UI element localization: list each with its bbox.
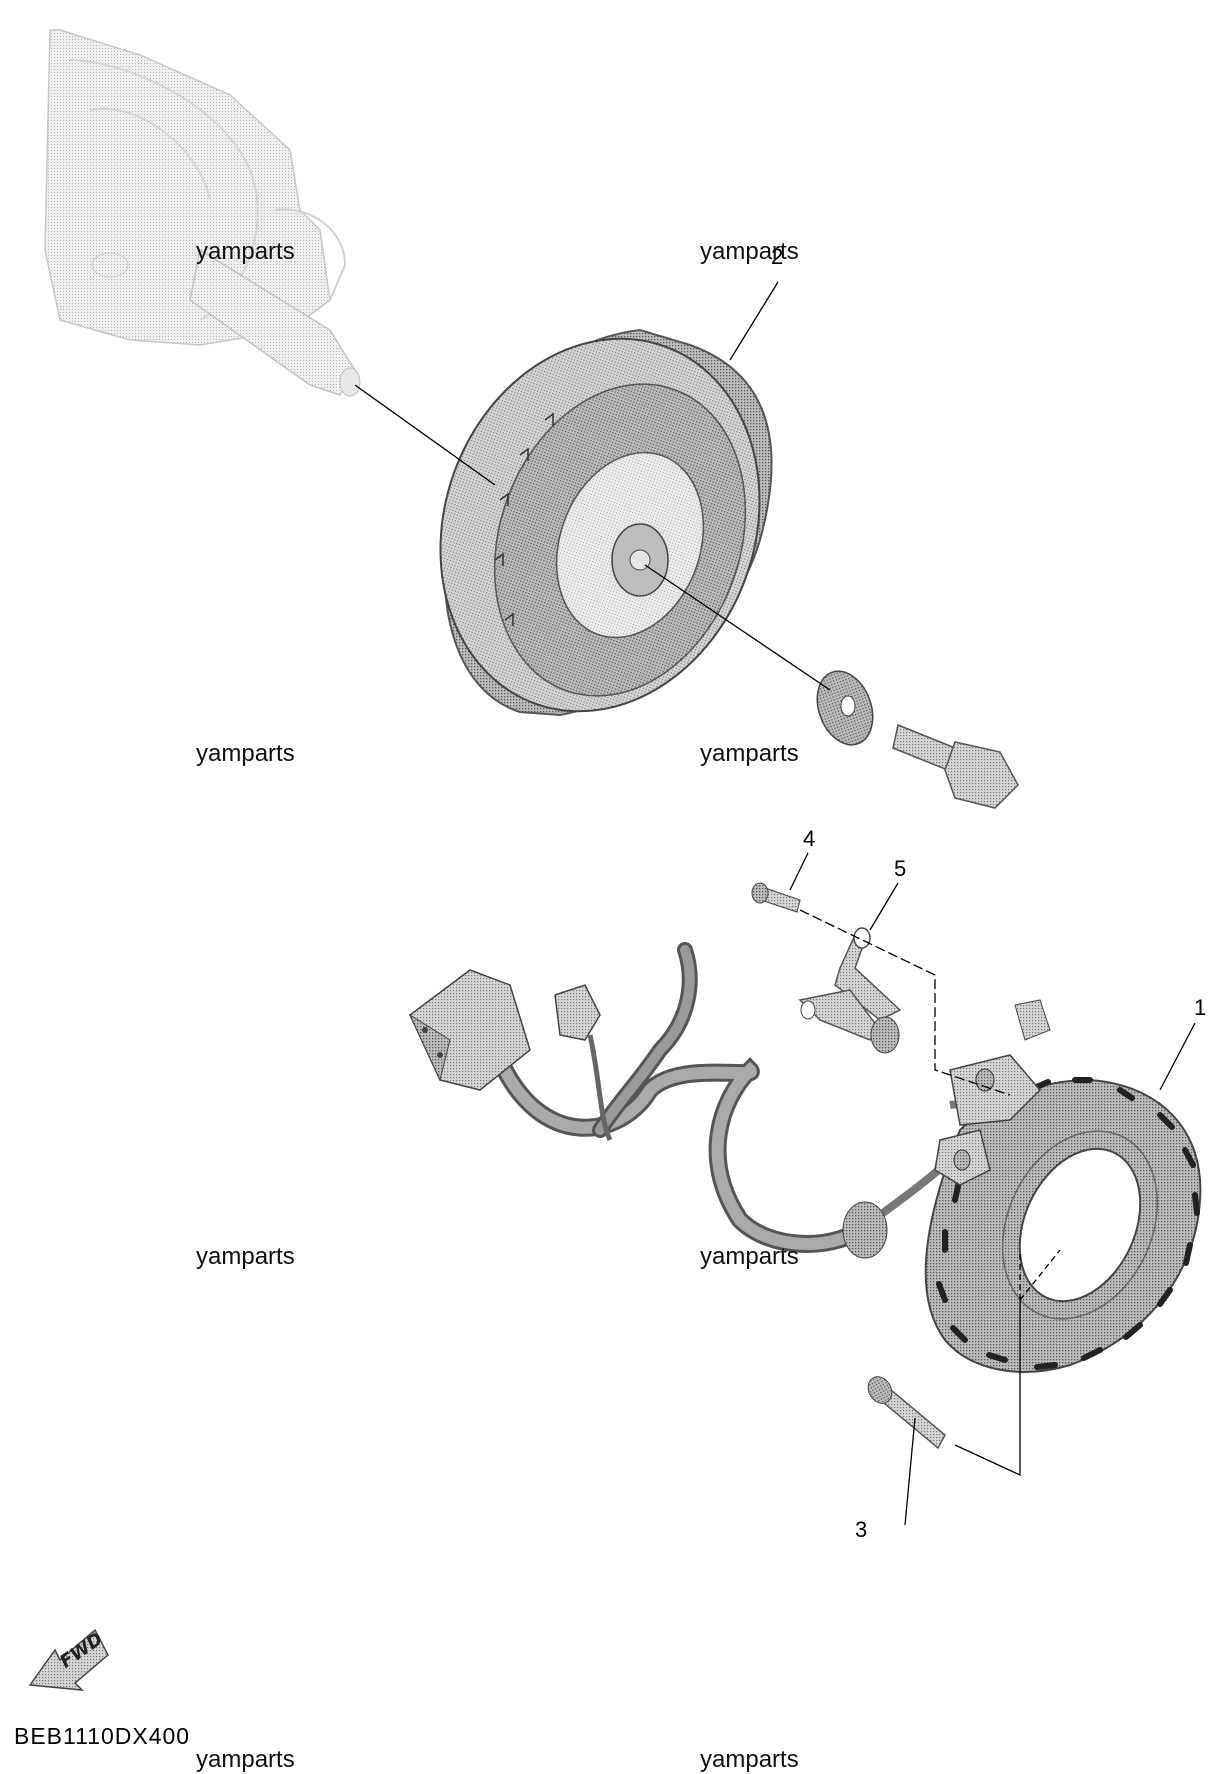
watermark: yamparts	[700, 740, 799, 767]
connector-small	[554, 984, 601, 1041]
watermark: yamparts	[196, 238, 295, 265]
callout-5: 5	[894, 856, 907, 881]
callout-4: 4	[803, 826, 816, 851]
watermark: yamparts	[700, 1746, 799, 1773]
clamp-5	[798, 927, 902, 1054]
fwd-arrow-icon	[28, 1628, 109, 1691]
watermark: yamparts	[196, 1243, 295, 1270]
diagram-code: BEB1110DX400	[14, 1723, 191, 1749]
rotor-flywheel	[439, 328, 773, 717]
watermark: yamparts	[196, 740, 295, 767]
watermark: yamparts	[196, 1746, 295, 1773]
callout-2: 2	[771, 244, 784, 269]
connector-large	[408, 969, 531, 1091]
screw-4	[751, 882, 801, 913]
watermark: yamparts	[700, 1243, 799, 1270]
screw-3	[867, 1376, 946, 1450]
rotor-bolt	[892, 723, 1019, 809]
callout-3: 3	[855, 1517, 868, 1542]
washer	[816, 670, 874, 746]
watermark: yamparts	[700, 238, 799, 265]
assembly-lines	[354, 281, 1196, 1526]
crankshaft	[44, 29, 361, 397]
stator-coil	[924, 999, 1202, 1373]
wire-harness	[491, 942, 983, 1259]
callout-1: 1	[1194, 995, 1207, 1020]
